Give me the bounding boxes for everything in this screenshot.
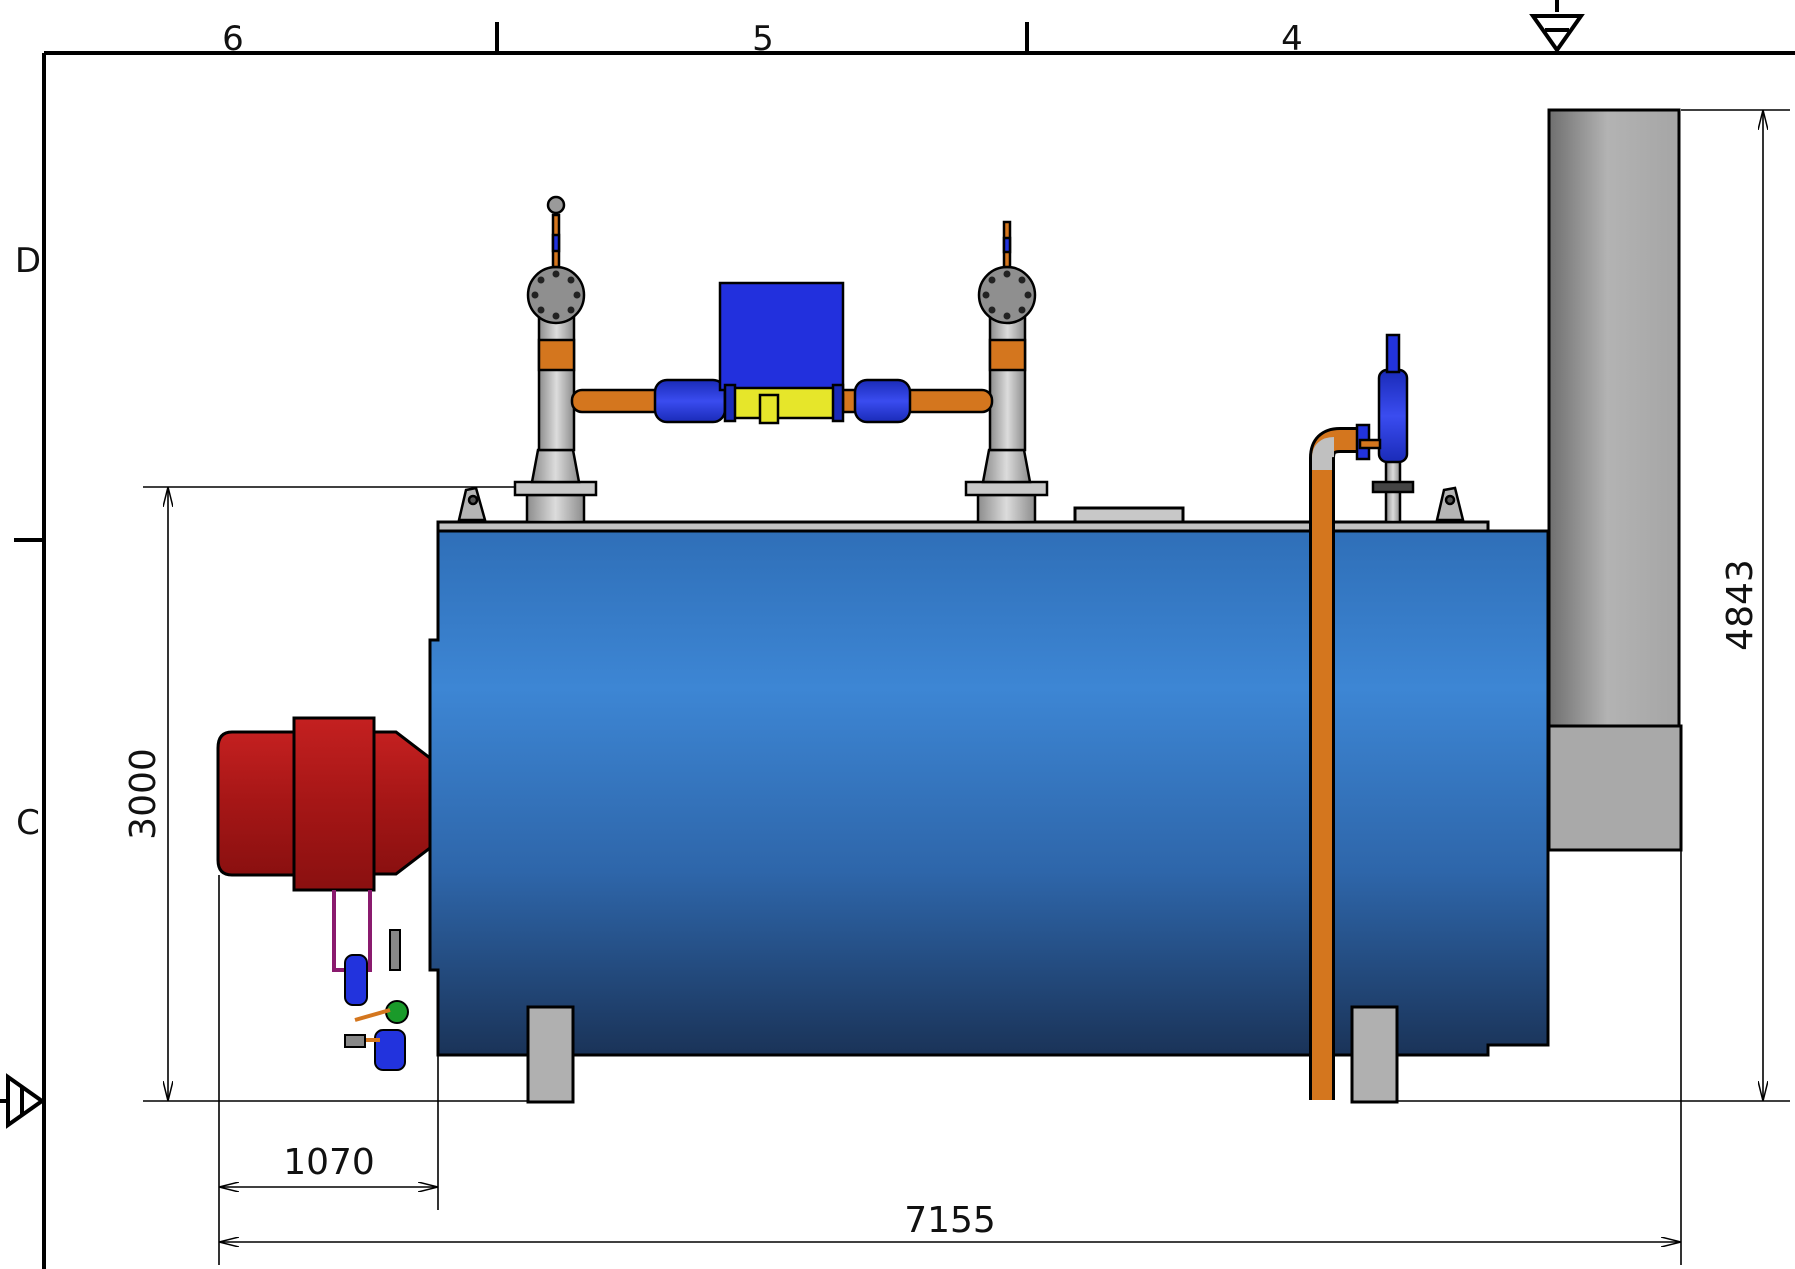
dimension-label-1070: 1070 xyxy=(283,1142,375,1183)
support-foot-left xyxy=(526,1005,575,1104)
lifting-lug-left xyxy=(457,486,487,522)
lifting-lug-right xyxy=(1435,486,1465,522)
chimney xyxy=(1547,108,1683,852)
grid-column-label-6: 6 xyxy=(222,19,244,59)
grid-row-label-d: D xyxy=(15,241,41,281)
dimension-label-7155: 7155 xyxy=(904,1200,996,1241)
grid-row-label-c: C xyxy=(16,803,40,843)
drawing-frame xyxy=(14,22,1795,1269)
feedwater-pipe xyxy=(1309,423,1371,1100)
burner xyxy=(216,716,432,892)
support-foot-right xyxy=(1350,1005,1399,1104)
gas-train xyxy=(332,890,409,1071)
steam-header-pipe xyxy=(570,281,994,425)
dimension-label-4843: 4843 xyxy=(1720,559,1761,651)
grid-column-label-5: 5 xyxy=(752,19,774,59)
dimension-height-total xyxy=(1398,109,1790,1102)
dimension-height-boiler xyxy=(143,486,528,1102)
top-level-marker-icon xyxy=(1529,0,1585,54)
dimension-label-3000: 3000 xyxy=(123,748,164,840)
dimension-burner-length xyxy=(218,875,439,1265)
grid-column-label-4: 4 xyxy=(1281,19,1303,59)
steam-nozzle-right xyxy=(964,220,1049,524)
boiler-shell xyxy=(428,506,1550,1057)
safety-valve xyxy=(1358,333,1415,524)
dimension-total-length xyxy=(219,850,1682,1265)
steam-nozzle-left xyxy=(513,195,598,524)
ground-level-marker-icon xyxy=(0,1073,46,1129)
